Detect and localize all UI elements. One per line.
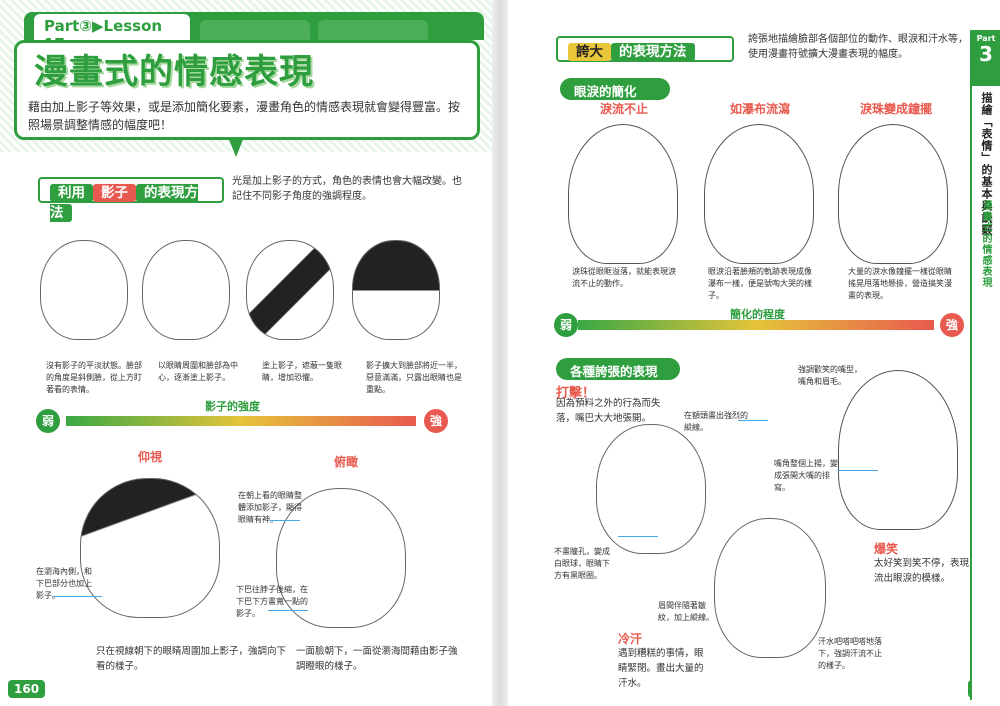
head-look-down [276, 488, 406, 628]
simplify-strong: 強 [940, 313, 964, 337]
note-up-2: 只在視線朝下的眼睛周圍加上影子，強調向下看的樣子。 [96, 646, 287, 672]
girl-tears-3 [838, 124, 948, 264]
shadow-strength-label: 影子的強度 [205, 400, 260, 413]
title-box [14, 40, 480, 140]
simplify-bar [578, 320, 934, 330]
head-light-shadow [142, 240, 230, 340]
boy-shock [596, 424, 706, 554]
boy-sweat [714, 518, 826, 658]
exaggerate-pill: 各種誇張的表現 [556, 358, 680, 380]
simplify-label: 簡化的程度 [730, 308, 785, 321]
tear-title-1: 淚流不止 [600, 102, 649, 116]
side-subtitle: 漫畫式的情感表現 [980, 200, 991, 288]
sweat-note-2: 汗水吧嗒吧嗒地落下，強調汗流不止的樣子。 [818, 637, 882, 670]
pointer-line-3 [268, 610, 308, 611]
section-exaggerate-label: 誇大的表現方法 [556, 36, 734, 62]
tear-title-2: 如瀑布流瀉 [730, 102, 791, 116]
pointer-line-r3 [838, 470, 878, 471]
tab-ghost-2 [318, 20, 428, 40]
girl-tears-2 [704, 124, 814, 264]
tear-caption-1: 淚珠從眼眶溢落，就能表現淚流不止的動作。 [572, 267, 676, 288]
laugh-note-1: 強調歡笑的嘴型，嘴角和眉毛。 [798, 365, 862, 386]
head-no-shadow [40, 240, 128, 340]
girl-laugh [838, 370, 958, 530]
simplify-weak: 弱 [554, 313, 578, 337]
pointer-line-r1 [618, 536, 658, 537]
sweat-title: 冷汗 [618, 632, 643, 646]
angle-down-title: 俯瞰 [334, 455, 359, 469]
sweat-note-1: 眉間伴隨著皺紋，加上縱線。 [658, 601, 714, 622]
speech-tail [228, 137, 244, 157]
weak-circle: 弱 [36, 409, 60, 433]
strong-circle: 強 [424, 409, 448, 433]
laugh-note-2: 嘴角整個上揚，變成張開大嘴的排寫。 [774, 459, 838, 492]
note-down-2: 下巴往脖子後縮，在下巴下方畫寬一點的影子。 [236, 585, 308, 618]
section-shadow-label: 利用影子的表現方法 [38, 177, 224, 222]
laugh-desc: 太好笑到笑不停，表現流出眼淚的模樣。 [874, 558, 970, 584]
caption-3: 塗上影子，遮蔽一隻眼睛，增加恐懼。 [262, 361, 342, 382]
tears-pill: 眼淚的簡化 [560, 78, 670, 100]
sweat-desc: 遇到糟糕的事情，眼睛緊閉。畫出大量的汗水。 [618, 648, 704, 689]
head-medium-shadow [246, 240, 334, 340]
section-shadow-desc: 光是加上影子的方式，角色的表情也會大幅改變。也記住不同影子角度的強調程度。 [232, 176, 462, 202]
side-part-box: Part 3 [972, 30, 1000, 86]
shadow-strength-bar [66, 416, 416, 426]
shock-note-1: 在額頭畫出強烈的縱線。 [684, 411, 748, 432]
tear-title-3: 淚珠變成鐘擺 [860, 102, 933, 116]
pointer-line-1 [52, 596, 102, 597]
tear-caption-2: 眼淚沿著臉頰的軌跡表現成像瀑布一樣，便是號啕大哭的樣子。 [708, 267, 812, 300]
page-title: 漫畫式的情感表現 [34, 52, 314, 92]
head-heavy-shadow [352, 240, 440, 340]
girl-tears-1 [568, 124, 678, 264]
pointer-line-r2 [738, 420, 768, 421]
right-page: 誇大的表現方法 誇張地描繪臉部各個部位的動作、眼淚和汗水等，使用漫畫符號擴大漫畫… [508, 0, 1000, 706]
side-title: 描繪「表情」的基本與訣竅 [980, 92, 993, 236]
note-up-1: 在瀏海內側，和下巴部分也加上影子。 [36, 567, 92, 600]
shock-note-2: 不畫瞳孔，變成白眼球，眼睛下方有黑眼圈。 [554, 547, 610, 580]
pointer-line-2 [270, 520, 300, 521]
page-number-left: 160 [8, 680, 46, 698]
head-look-up [80, 478, 220, 618]
side-tab [970, 30, 1000, 700]
tab-ghost-1 [200, 20, 310, 40]
angle-up-title: 仰視 [138, 450, 163, 464]
section-exaggerate-desc: 誇張地描繪臉部各個部位的動作、眼淚和汗水等，使用漫畫符號擴大漫畫表現的幅度。 [748, 34, 968, 60]
caption-4: 影子擴大到臉部將近一半，惡意滿滿，只露出眼睛也是重點。 [366, 361, 462, 394]
caption-1: 沒有影子的平淡狀態。臉部的角度是斜側臉，從上方盯著看的表情。 [46, 361, 142, 394]
tear-caption-3: 大量的淚水像鐘擺一樣從眼睛搖晃甩落地懸掛，營造搞笑漫畫的表現。 [848, 267, 952, 300]
note-down-1: 在朝上看的眼睛整體添加影子，顯得眼睛有神。 [238, 491, 302, 524]
shock-title: 打擊！ [556, 386, 596, 401]
lesson-tag: Part③▶Lesson 17 [34, 14, 190, 53]
side-part-label: Part [976, 34, 996, 43]
laugh-title: 爆笑 [874, 542, 899, 556]
left-page: Part③▶Lesson 17 漫畫式的情感表現 藉由加上影子等效果，或是添加簡… [0, 0, 492, 706]
page-gutter [492, 0, 508, 706]
note-down-3: 一面臉朝下，一面從瀏海間藉由影子強調瞪眼的樣子。 [296, 646, 458, 672]
side-part-num: 3 [979, 42, 993, 66]
caption-2: 以眼睛周圍和臉部為中心，逐漸塗上影子。 [158, 361, 238, 382]
shock-desc: 因為預料之外的行為而失落，嘴巴大大地張開。 [556, 398, 661, 424]
intro-text: 藉由加上影子等效果，或是添加簡化要素，漫畫角色的情感表現就會變得豐富。按照場景調… [28, 100, 461, 132]
